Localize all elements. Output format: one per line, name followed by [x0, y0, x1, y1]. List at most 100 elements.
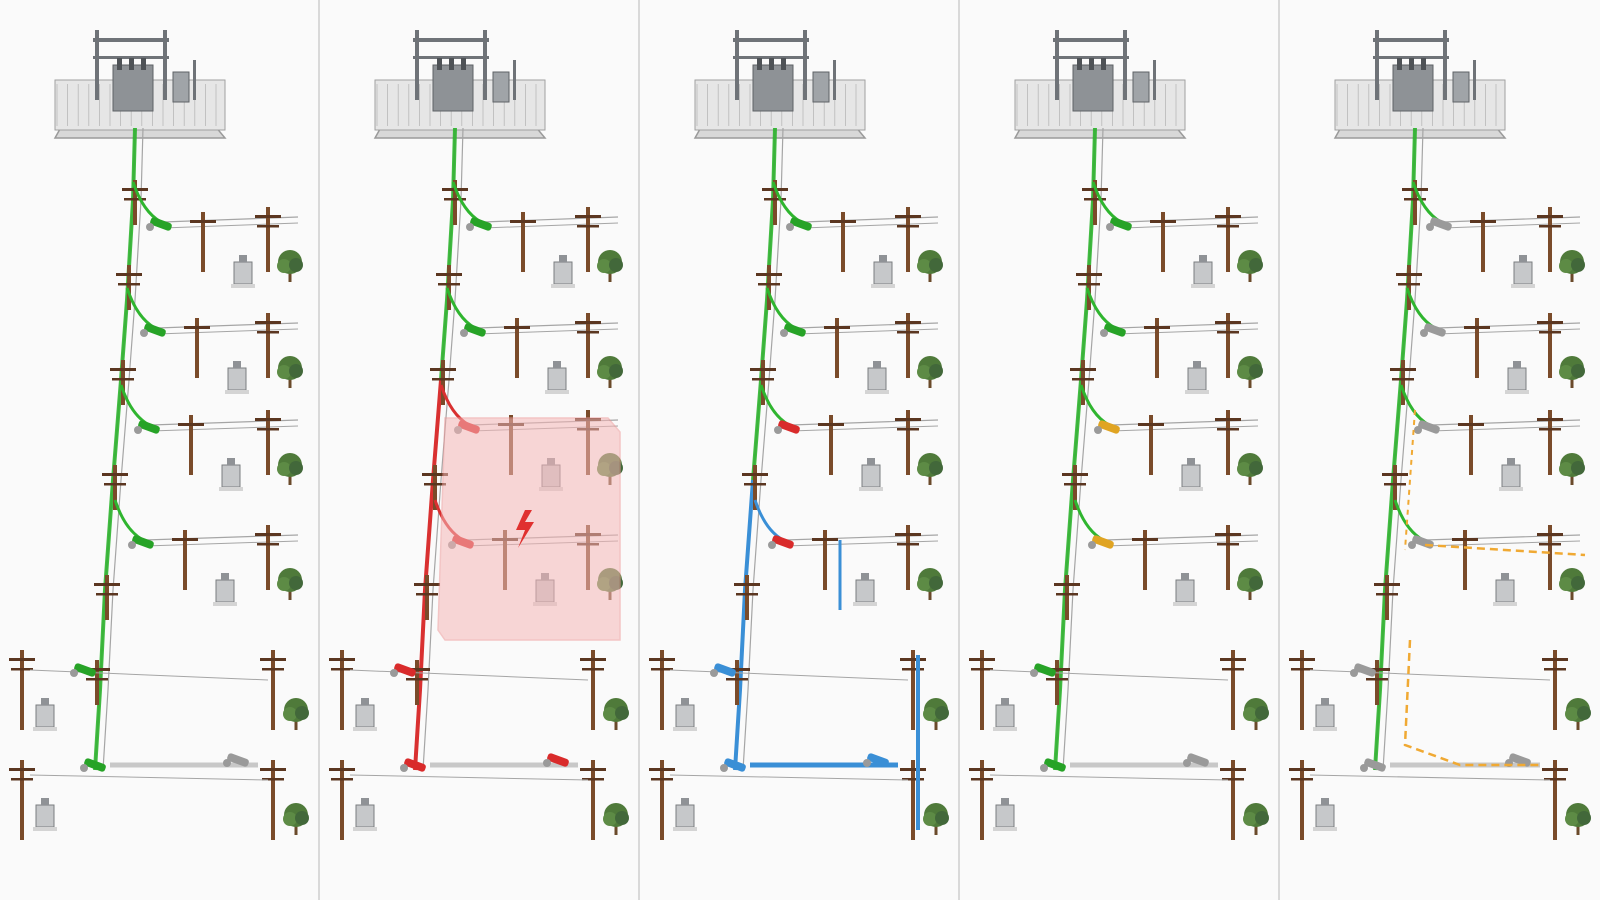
transformer-top — [1513, 361, 1521, 368]
utility-pole — [255, 410, 281, 475]
bushing-icon — [1089, 58, 1094, 70]
pole-shaft — [1149, 415, 1153, 475]
cross-arm — [764, 198, 786, 201]
transformer-base — [1499, 487, 1523, 491]
cross-arm — [1289, 658, 1315, 661]
transformer-base — [33, 727, 57, 731]
cross-arm — [260, 768, 286, 771]
switch-end — [1426, 223, 1434, 231]
tree-crown — [1243, 812, 1257, 826]
lateral-branch — [1411, 181, 1585, 288]
transformer-icon — [1072, 64, 1114, 112]
switch-body — [132, 535, 154, 549]
tree-crown — [1255, 811, 1269, 825]
tree-crown — [289, 364, 303, 378]
switch-body — [1044, 758, 1066, 772]
pole-shaft — [980, 650, 984, 730]
recloser-switch-icon — [1414, 420, 1440, 434]
utility-pole — [750, 360, 776, 405]
transformer-base — [353, 827, 377, 831]
lateral-branch — [451, 181, 623, 288]
pole-shaft — [1065, 575, 1069, 620]
tree-crown — [1249, 258, 1263, 272]
panel-content — [969, 30, 1269, 840]
gantry-post — [415, 30, 419, 100]
overhead-line — [162, 222, 299, 229]
cross-arm — [1062, 473, 1088, 476]
cross-arm — [750, 368, 776, 371]
switch-body — [724, 758, 746, 772]
transformer-base — [673, 827, 697, 831]
gantry-post — [1443, 30, 1447, 100]
switch-body — [714, 663, 736, 677]
pole-shaft — [20, 650, 24, 730]
pole-shaft — [1548, 525, 1552, 590]
utility-pole — [1150, 212, 1176, 272]
switch-end — [1094, 426, 1102, 434]
pole-shaft — [1231, 760, 1235, 840]
tree-trunk — [928, 588, 932, 600]
recloser-switch-icon — [70, 663, 96, 677]
overhead-line — [1122, 222, 1259, 229]
tree-icon — [1559, 568, 1585, 600]
cross-arm — [1291, 778, 1313, 781]
tree-crown — [1577, 706, 1591, 720]
lateral-branch — [753, 499, 943, 606]
cross-arm — [649, 768, 675, 771]
lateral-branch — [1091, 181, 1263, 288]
overhead-line — [1424, 540, 1581, 547]
tree-crown — [609, 258, 623, 272]
cross-arm — [726, 678, 748, 681]
gantry-beam — [1373, 38, 1449, 42]
utility-pole — [1220, 760, 1246, 840]
utility-pole — [1215, 410, 1241, 475]
tree-crown — [295, 706, 309, 720]
cross-arm — [1544, 668, 1566, 671]
cross-arm — [582, 668, 604, 671]
gantry-beam — [413, 56, 489, 59]
cross-arm — [424, 483, 446, 486]
utility-pole — [404, 660, 430, 705]
transformer-base — [353, 727, 377, 731]
tree-icon — [1559, 250, 1585, 282]
pole-shaft — [266, 207, 270, 272]
utility-pole — [1215, 207, 1241, 272]
cross-arm — [84, 668, 110, 671]
switch-body — [1354, 663, 1376, 677]
tie-section — [1289, 650, 1591, 840]
switch-body — [547, 753, 569, 767]
recloser-switch-icon — [460, 323, 486, 337]
tree-trunk — [928, 270, 932, 282]
utility-pole — [436, 265, 462, 310]
gantry-post — [483, 30, 487, 100]
cross-arm — [172, 538, 198, 541]
transformer-base — [1185, 390, 1209, 394]
cross-arm — [94, 583, 120, 586]
utility-pole — [895, 207, 921, 272]
tree-crown — [929, 576, 943, 590]
gantry-post — [163, 30, 167, 100]
recloser-switch-icon — [140, 323, 166, 337]
tree-trunk — [288, 270, 292, 282]
transformer-body — [35, 804, 55, 828]
tree-crown — [935, 811, 949, 825]
tree-crown — [615, 811, 629, 825]
transformer-body — [35, 704, 55, 728]
pad-transformer-icon — [225, 361, 249, 394]
cross-arm — [260, 658, 286, 661]
cross-arm — [331, 668, 353, 671]
cross-arm — [422, 473, 448, 476]
cross-arm — [752, 378, 774, 381]
transformer-body — [1315, 704, 1335, 728]
tree-crown — [917, 365, 931, 379]
utility-pole — [895, 525, 921, 590]
cross-arm — [744, 483, 766, 486]
utility-pole — [1537, 207, 1563, 272]
tree-crown — [1559, 259, 1573, 273]
cross-arm — [895, 215, 921, 218]
pole-shaft — [906, 410, 910, 475]
transformer-body — [1513, 261, 1533, 285]
pole-shaft — [660, 650, 664, 730]
pad-transformer-icon — [673, 698, 697, 731]
utility-pole — [812, 530, 838, 590]
